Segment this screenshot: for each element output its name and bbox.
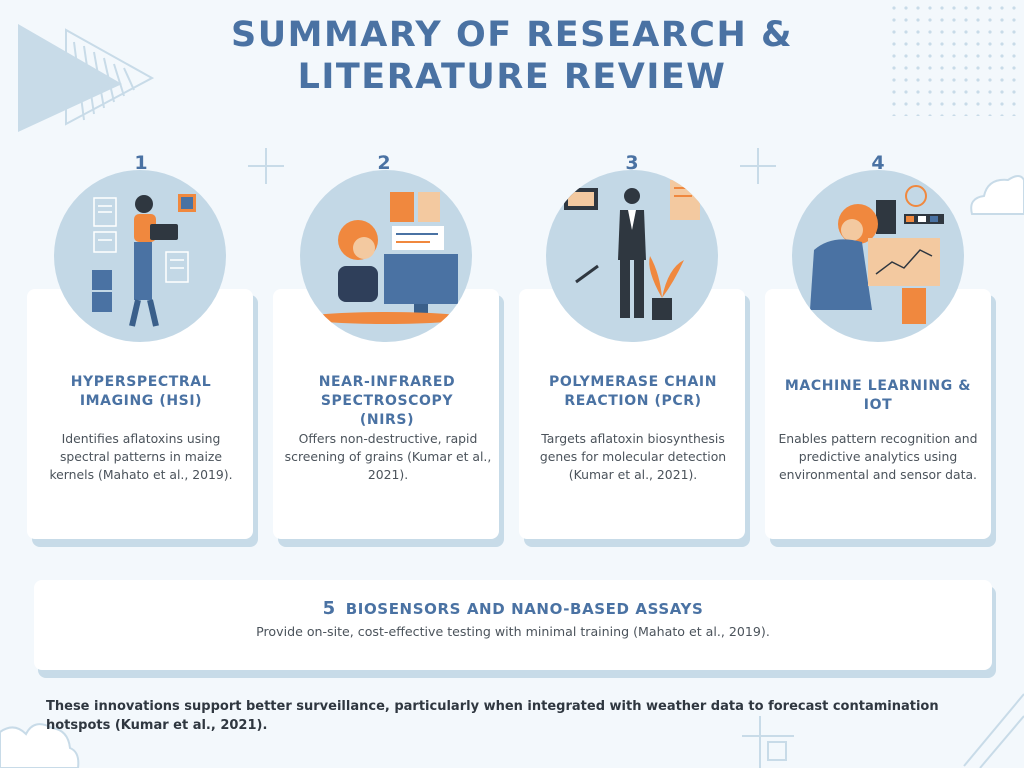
item-5-heading: 5 BIOSENSORS AND NANO-BASED ASSAYS bbox=[34, 598, 992, 619]
card-4-description: Enables pattern recognition and predicti… bbox=[778, 431, 978, 482]
page-title: SUMMARY OF RESEARCH & LITERATURE REVIEW bbox=[0, 14, 1024, 98]
card-1-description: Identifies aflatoxins using spectral pat… bbox=[49, 431, 233, 482]
plus-decoration bbox=[740, 148, 776, 184]
pcr-illustration bbox=[546, 170, 718, 342]
nirs-illustration bbox=[300, 170, 472, 342]
plus-decoration bbox=[742, 716, 794, 768]
cloud-decoration bbox=[970, 175, 1024, 215]
title-line-2: LITERATURE REVIEW bbox=[297, 57, 727, 97]
item-5-title: BIOSENSORS AND NANO-BASED ASSAYS bbox=[345, 600, 704, 618]
cloud-decoration bbox=[0, 723, 80, 768]
card-1-number: 1 bbox=[134, 152, 148, 174]
footer-note: These innovations support better surveil… bbox=[46, 699, 939, 733]
ml-iot-illustration bbox=[792, 170, 964, 342]
card-3-title: POLYMERASE CHAIN REACTION (PCR) bbox=[548, 374, 718, 409]
item-5-card bbox=[34, 580, 992, 670]
diagonal-lines-decoration bbox=[963, 693, 1024, 768]
triangle-decoration bbox=[18, 24, 154, 132]
item-5-number: 5 bbox=[322, 598, 336, 619]
card-2-description: Offers non-destructive, rapid screening … bbox=[284, 431, 492, 482]
card-4-number: 4 bbox=[871, 152, 885, 174]
card-3-number: 3 bbox=[625, 152, 639, 174]
card-4-title: MACHINE LEARNING & IOT bbox=[784, 378, 972, 413]
card-2-number: 2 bbox=[377, 152, 391, 174]
plus-decoration bbox=[248, 148, 284, 184]
card-2-title: NEAR-INFRARED SPECTROSCOPY (NIRS) bbox=[318, 374, 456, 428]
hsi-illustration bbox=[54, 170, 226, 342]
item-5-description: Provide on-site, cost-effective testing … bbox=[256, 624, 770, 639]
title-line-1: SUMMARY OF RESEARCH & bbox=[231, 15, 793, 55]
card-1-title: HYPERSPECTRAL IMAGING (HSI) bbox=[70, 374, 212, 409]
dot-grid-decoration bbox=[890, 4, 1020, 116]
card-3-description: Targets aflatoxin biosynthesis genes for… bbox=[539, 431, 727, 482]
